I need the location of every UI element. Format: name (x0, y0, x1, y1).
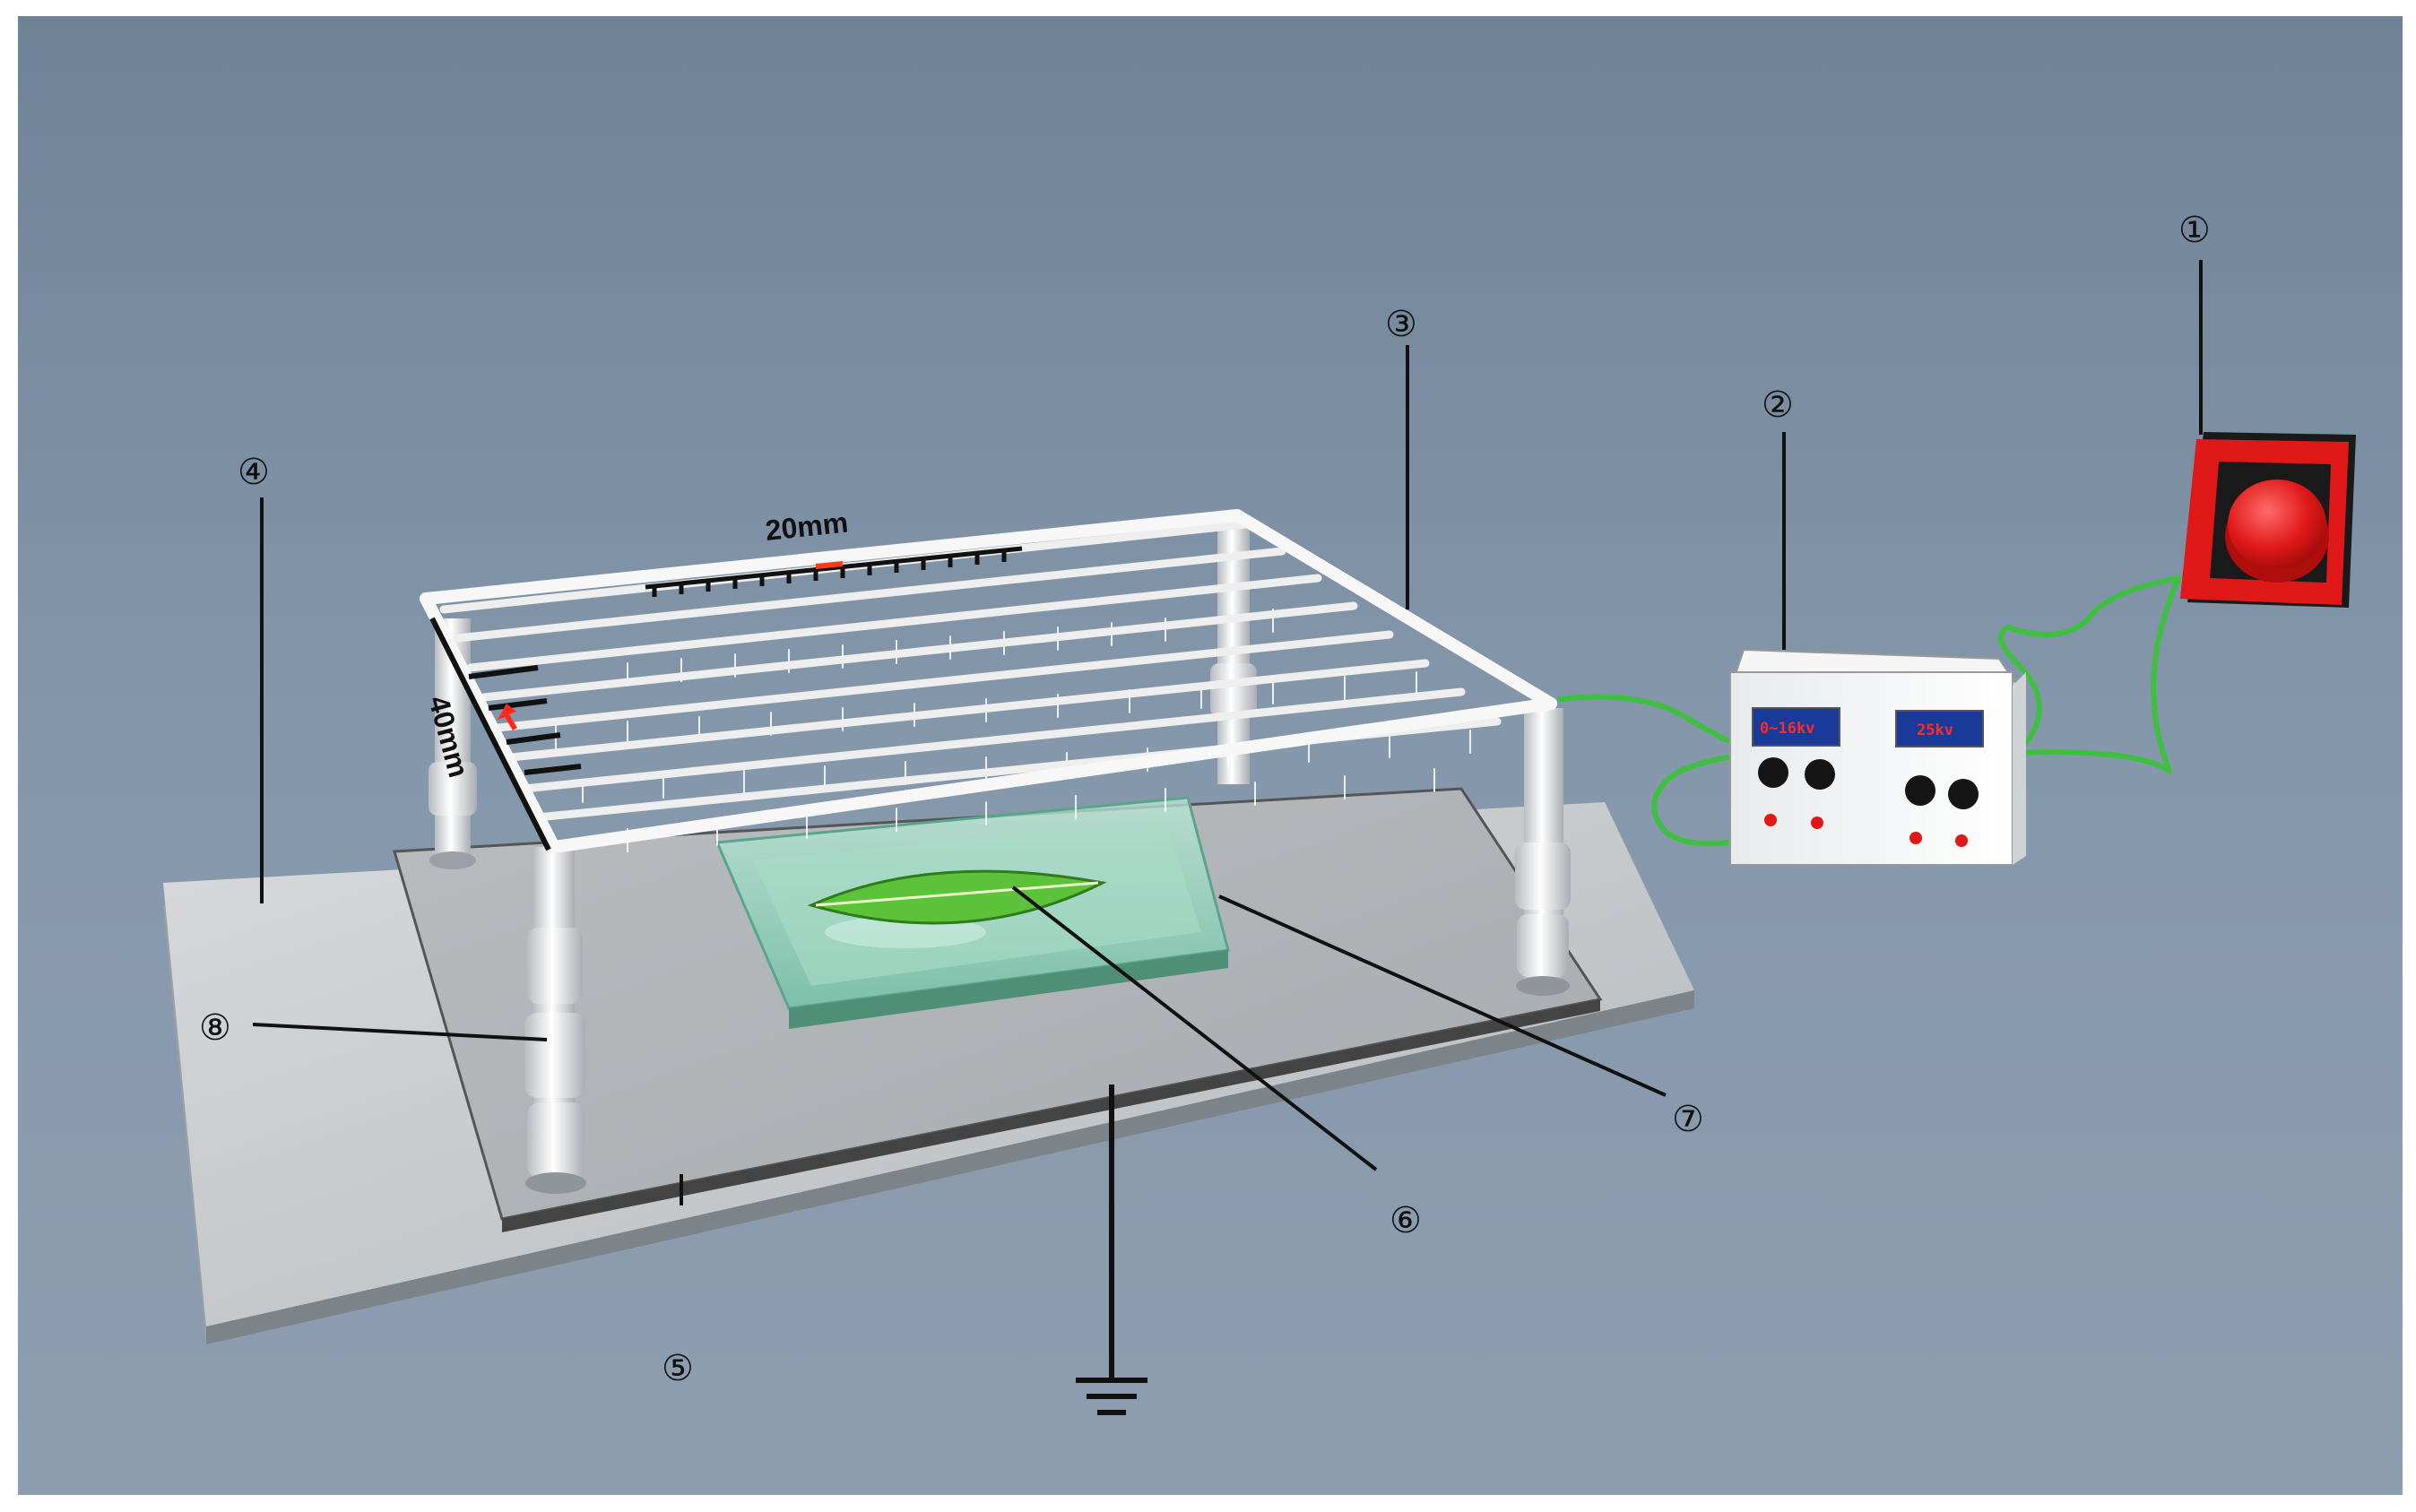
inner-electrode-plate (393, 787, 1603, 1232)
leader-lines (252, 260, 2203, 1205)
right-display: 25kv (1895, 710, 1984, 747)
knob-icon (1758, 757, 1788, 788)
left-display: 0~16kv (1752, 707, 1840, 747)
callout-6-label: ⑥ (1390, 1200, 1422, 1241)
knobs (1758, 757, 1979, 809)
left-display-readout: 0~16kv (1760, 720, 1814, 738)
width-scale (645, 546, 1023, 597)
depth-scale (429, 617, 582, 851)
callout-2-label: ② (1762, 384, 1794, 426)
ground-symbol-icon (1076, 1084, 1147, 1415)
terminals (1764, 814, 1968, 847)
callout-7-label: ⑦ (1672, 1099, 1704, 1140)
callout-8-label: ⑧ (199, 1007, 231, 1049)
post-front-left (524, 847, 586, 1194)
callout-4-label: ④ (238, 452, 270, 493)
callout-1-label: ① (2178, 210, 2211, 251)
knob-icon (1805, 759, 1835, 790)
right-display-readout: 25kv (1917, 721, 1953, 739)
callout-5-label: ⑤ (662, 1348, 694, 1389)
post-front-right (1515, 708, 1571, 996)
leaf-icon (807, 869, 1107, 925)
electrode-frame (420, 509, 1557, 853)
knob-icon (1948, 779, 1979, 809)
emergency-stop-button-icon (2180, 432, 2356, 608)
high-voltage-power-supply: 0~16kv 25kv (1729, 648, 2026, 866)
callout-3-label: ③ (1385, 304, 1417, 345)
red-arrow-icon (498, 704, 517, 730)
knob-icon (1905, 775, 1935, 806)
